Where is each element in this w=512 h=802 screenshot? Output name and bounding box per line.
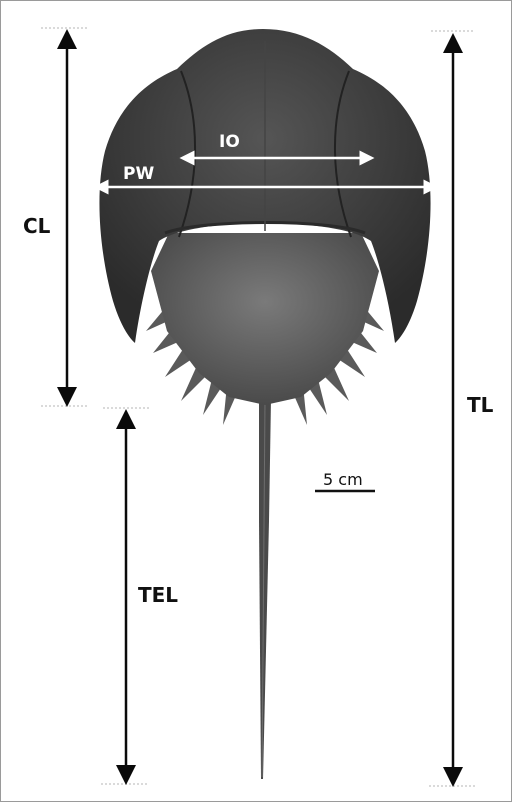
tel-label: TEL xyxy=(138,583,178,607)
io-label: IO xyxy=(219,132,240,152)
abdomen xyxy=(151,233,379,405)
cl-label: CL xyxy=(23,214,51,238)
scale-label: 5 cm xyxy=(323,470,363,489)
tl-label: TL xyxy=(467,393,494,417)
pw-label: PW xyxy=(123,164,154,184)
